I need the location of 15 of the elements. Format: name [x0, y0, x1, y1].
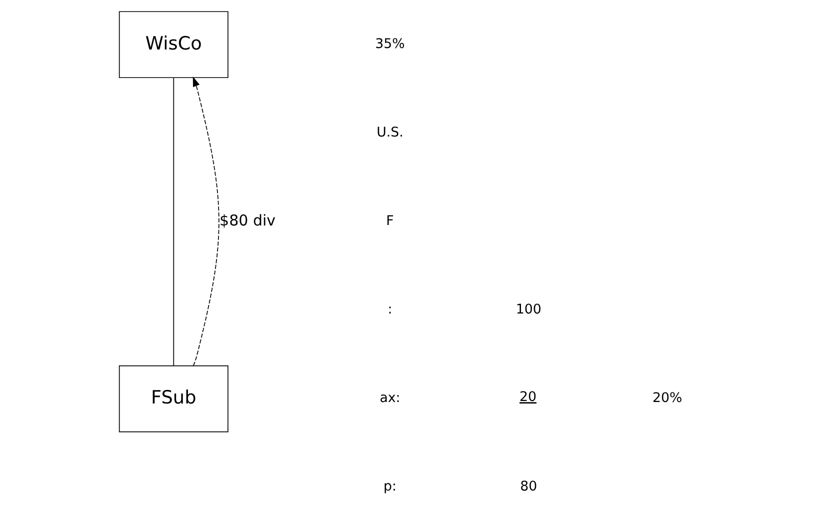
connector — [172, 77, 174, 366]
label: 80 — [520, 480, 537, 495]
label: : — [387, 302, 392, 318]
label: 20 — [518, 390, 536, 406]
label: F — [386, 214, 394, 229]
label: 100 — [515, 302, 541, 318]
label: ax: — [379, 391, 400, 406]
label: U.S. — [376, 125, 403, 140]
label: 20% — [652, 391, 682, 406]
label: p: — [383, 480, 396, 495]
arrow — [192, 76, 219, 366]
node-box: WisCo — [118, 11, 228, 78]
node-box: FSub — [118, 365, 228, 432]
edge-label: $80 div — [219, 211, 276, 230]
label: 35% — [374, 36, 404, 52]
